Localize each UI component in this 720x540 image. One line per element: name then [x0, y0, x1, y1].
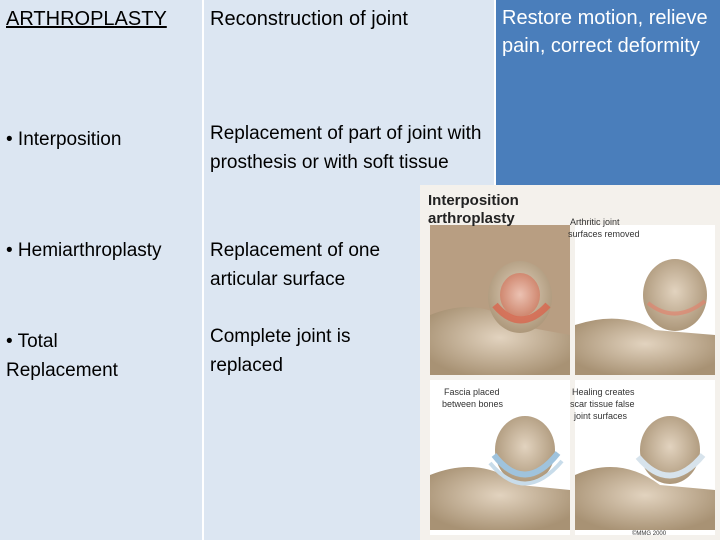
- row-hemiarthroplasty-description: Replacement of one articular surface: [210, 240, 381, 290]
- panel-arthritic-joint: [430, 225, 570, 375]
- column-divider: [202, 0, 204, 540]
- label-healing-line1: Healing creates: [572, 387, 635, 397]
- table-column-type: [0, 0, 203, 540]
- row-interposition-type: • Interposition: [6, 129, 122, 150]
- label-healing-line3: joint surfaces: [573, 411, 628, 421]
- header-definition: Reconstruction of joint: [210, 8, 408, 30]
- label-fascia-line2: between bones: [442, 399, 504, 409]
- label-fascia-line1: Fascia placed: [444, 387, 500, 397]
- row-hemiarthroplasty-type: • Hemiarthroplasty: [6, 240, 162, 261]
- label-arthritic-joint-line1: Arthritic joint: [570, 217, 620, 227]
- label-healing-line2: scar tissue false: [570, 399, 635, 409]
- row-total-replacement-description: Complete joint is replaced: [210, 326, 351, 376]
- table-title: ARTHROPLASTY: [6, 8, 167, 30]
- interposition-arthroplasty-illustration: Interposition arthroplasty Arthritic joi…: [420, 185, 720, 540]
- panel-surfaces-removed: [575, 225, 715, 375]
- row-interposition-description: Replacement of part of joint with prosth…: [210, 123, 482, 173]
- label-arthritic-joint-line2: surfaces removed: [568, 229, 640, 239]
- row-total-replacement-type: • Total Replacement: [6, 331, 118, 381]
- illustration-title-line1: Interposition: [428, 192, 519, 209]
- elbow-joint-diagram: Interposition arthroplasty Arthritic joi…: [428, 192, 715, 537]
- copyright-text: ©MMG 2000: [632, 530, 667, 537]
- panel-fascia-placed: [430, 380, 570, 535]
- header-purpose: Restore motion, relieve pain, correct de…: [502, 7, 708, 57]
- panel-healing-scar-tissue: [575, 380, 715, 535]
- illustration-title-line2: arthroplasty: [428, 210, 515, 227]
